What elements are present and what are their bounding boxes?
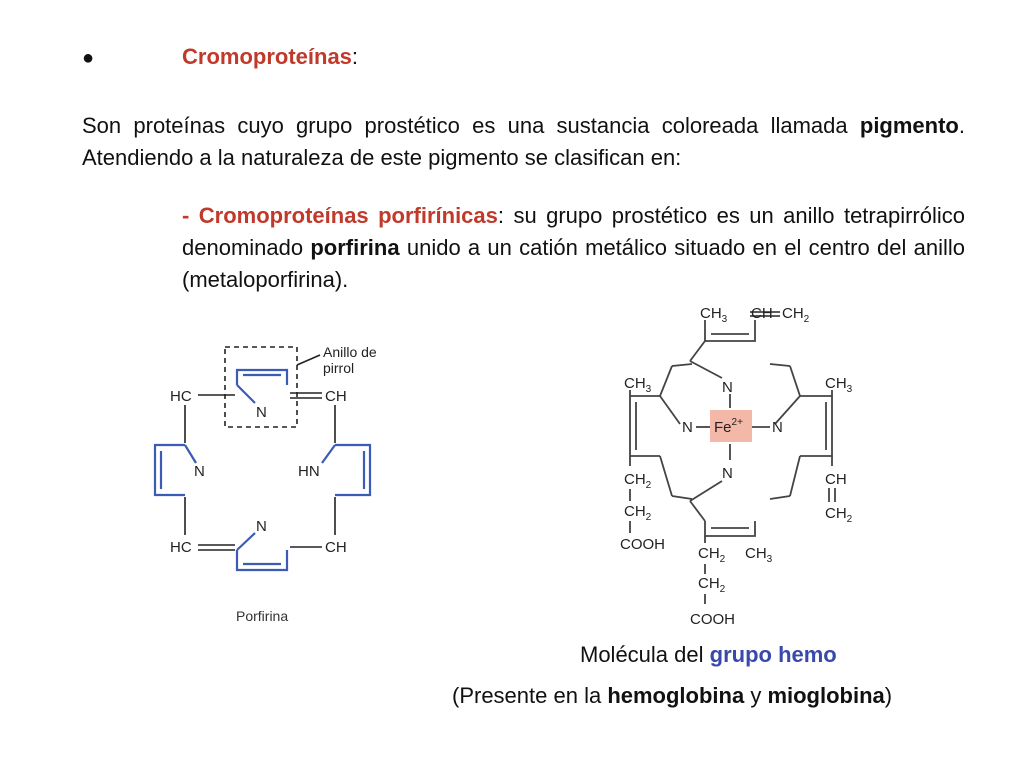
hemo-ch3-right: CH3: [825, 375, 853, 395]
hemo-ch3-left: CH3: [624, 375, 652, 395]
subitem-text-1: : su grupo prostético es un anillo tetra…: [182, 203, 965, 260]
hemo-vinyl-ch: CH: [751, 305, 773, 322]
hemo-n-right: N: [772, 419, 783, 436]
hemo-n-left: N: [682, 419, 693, 436]
porfirina-diagram: HC CH HC CH N N HN N Anillo de pirrol Po…: [153, 344, 377, 624]
subitem-bold-porfirina: porfirina: [310, 235, 400, 260]
caption-present-pre: (Presente en la: [452, 683, 608, 708]
hemo-rings: [629, 311, 836, 604]
intro-text-2: . Atendiendo a la naturaleza de este pig…: [82, 113, 965, 170]
heading-title: Cromoproteínas: [182, 44, 352, 69]
caption-present-mid: y: [744, 683, 768, 708]
fe-highlight: [710, 410, 752, 442]
hemo-fe: Fe2+: [714, 417, 743, 436]
hemo-ch2-a: CH2: [624, 471, 652, 491]
caption-molecule: Molécula del grupo hemo: [580, 642, 837, 668]
subitem-paragraph: - Cromoproteínas porfirínicas: su grupo …: [182, 200, 965, 296]
section-heading: ● Cromoproteínas:: [82, 44, 358, 70]
porfirina-bridges: [184, 346, 336, 551]
porf-label-anillo-2: pirrol: [323, 360, 354, 376]
hemo-ch3-bottom: CH3: [745, 545, 773, 565]
intro-bold-pigmento: pigmento: [859, 113, 959, 138]
caption-molecule-pre: Molécula del: [580, 642, 710, 667]
intro-text-1: Son proteínas cuyo grupo prostético es u…: [82, 113, 860, 138]
hemo-ch2-b: CH2: [624, 503, 652, 523]
hemo-ch2-d: CH2: [698, 575, 726, 595]
subitem-label: - Cromoproteínas porfirínicas: [182, 203, 498, 228]
porf-hc-bottom: HC: [170, 539, 192, 556]
porf-n-top: N: [256, 404, 267, 421]
caption-mioglobina: mioglobina: [767, 683, 885, 708]
porf-n-left: N: [194, 463, 205, 480]
porf-caption: Porfirina: [236, 608, 288, 624]
caption-present-post: ): [884, 683, 893, 708]
hemo-ch2-c: CH2: [698, 545, 726, 565]
bullet-icon: ●: [82, 47, 95, 69]
hemo-ch2-right: CH2: [825, 505, 853, 525]
subitem-text-2: unido a un catión metálico situado en el…: [182, 235, 965, 292]
heading-colon: :: [351, 44, 359, 69]
hemo-cooh-left: COOH: [620, 536, 665, 553]
hemo-n-top: N: [722, 379, 733, 396]
hemo-diagram: CH3 CH CH2 CH3 CH3 N N N N Fe2+ CH2 CH C…: [620, 305, 853, 628]
caption-present: (Presente en la hemoglobina y mioglobina…: [452, 683, 892, 709]
hemo-ch-right: CH: [825, 471, 847, 488]
porf-n-bottom: N: [256, 518, 267, 535]
caption-grupo-hemo: grupo hemo: [709, 642, 837, 667]
porf-ch-bottom: CH: [325, 539, 347, 556]
hemo-ch3-tl: CH3: [700, 305, 728, 325]
porf-hn-right: HN: [298, 463, 320, 480]
caption-hemoglobina: hemoglobina: [607, 683, 745, 708]
porf-hc-top: HC: [170, 388, 192, 405]
hemo-n-bottom: N: [722, 465, 733, 482]
intro-paragraph: Son proteínas cuyo grupo prostético es u…: [82, 110, 965, 174]
hemo-vinyl-ch2: CH2: [782, 305, 810, 325]
hemo-cooh-bottom: COOH: [690, 611, 735, 628]
porf-label-anillo-1: Anillo de: [323, 344, 377, 360]
porfirina-rings: [153, 368, 372, 572]
porf-ch-top: CH: [325, 388, 347, 405]
